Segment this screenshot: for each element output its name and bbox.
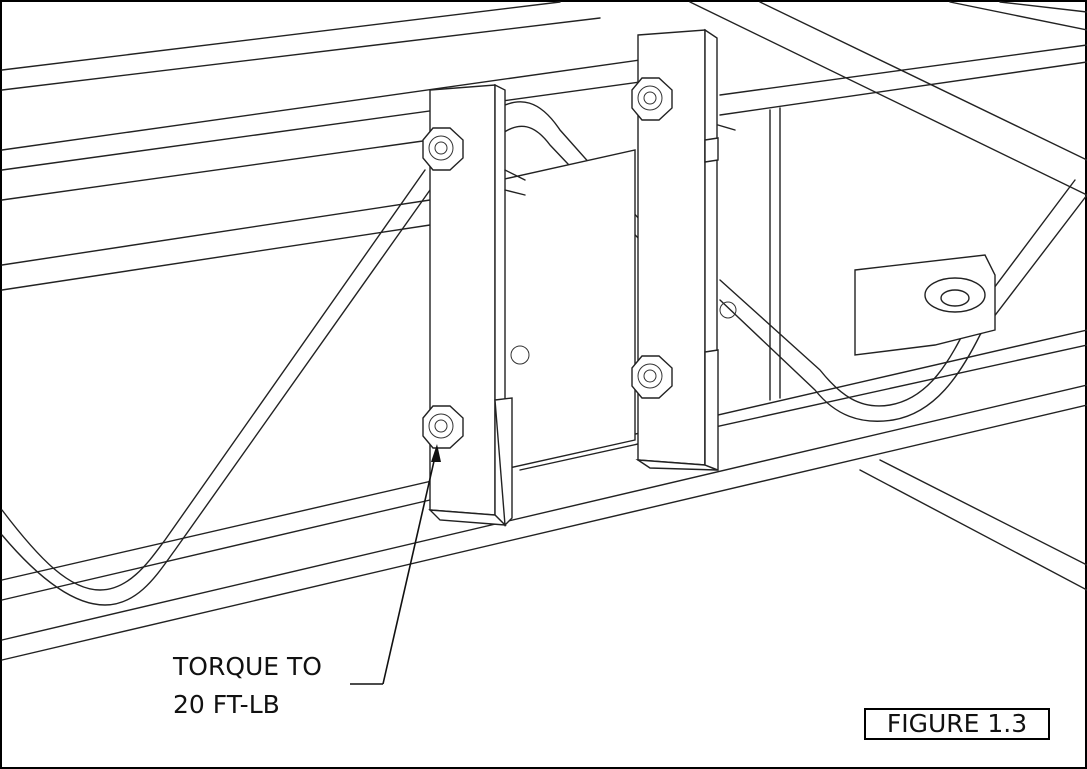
callout-leader [350, 444, 441, 685]
hex-nut [422, 127, 464, 171]
mounting-plate [499, 149, 636, 471]
torque-callout: TORQUE TO 20 FT-LB [173, 648, 322, 724]
hex-nut [631, 355, 673, 399]
upper-rail [1, 1, 1087, 291]
figure-label: FIGURE 1.3 [864, 708, 1050, 740]
hex-nut [631, 77, 673, 121]
bracket-right [854, 254, 996, 356]
callout-line-2: 20 FT-LB [173, 690, 280, 719]
diagonal-tube [1, 101, 1087, 606]
plate-hole [719, 301, 737, 319]
hex-nut [422, 405, 464, 449]
plate-hole [510, 345, 530, 365]
callout-line-1: TORQUE TO [173, 652, 322, 681]
